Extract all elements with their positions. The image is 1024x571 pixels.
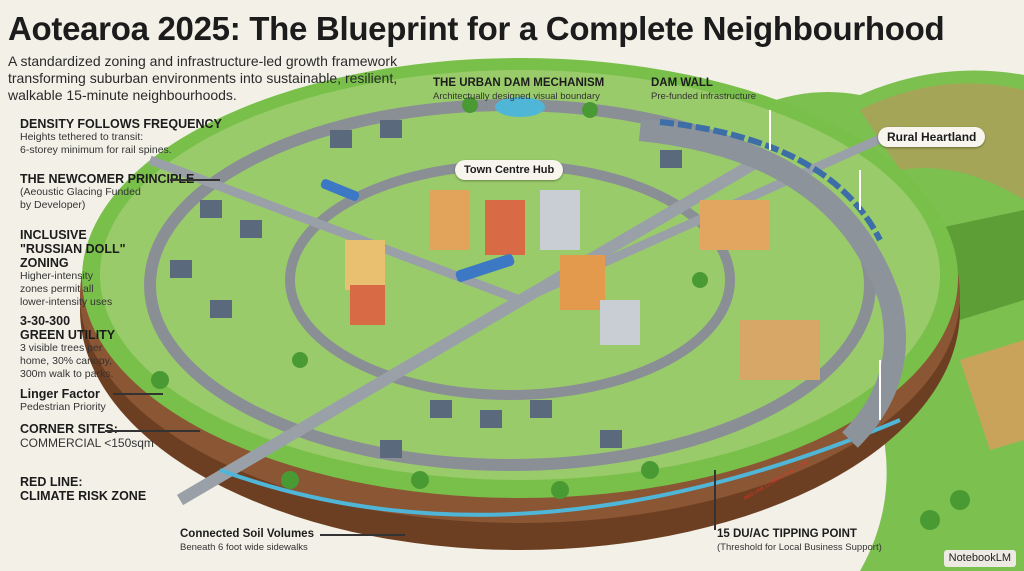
label-heading: "RUSSIAN DOLL" bbox=[20, 242, 126, 256]
house bbox=[480, 410, 502, 428]
label-linger-factor: Linger Factor Pedestrian Priority bbox=[20, 387, 106, 414]
label-heading: DAM WALL bbox=[651, 77, 713, 89]
hill-field bbox=[960, 340, 1024, 450]
house bbox=[600, 430, 622, 448]
houses bbox=[170, 120, 682, 458]
label-text: home, 30% canopy, bbox=[20, 355, 113, 367]
label-text: 3 visible trees per bbox=[20, 342, 103, 354]
tree bbox=[151, 371, 169, 389]
house bbox=[530, 400, 552, 418]
label-text: (Aeoustic Glacing Funded bbox=[20, 186, 141, 198]
label-text: by Developer) bbox=[20, 199, 86, 211]
tree bbox=[551, 481, 569, 499]
town-centre-buildings bbox=[345, 190, 820, 380]
leader-line bbox=[320, 534, 405, 536]
label-text: 6-storey minimum for rail spines. bbox=[20, 144, 172, 156]
label-text: Pre-funded infrastructure bbox=[651, 91, 757, 102]
label-dam-wall: DAM WALL Pre-funded infrastructure bbox=[651, 76, 756, 103]
tree bbox=[641, 461, 659, 479]
house bbox=[380, 120, 402, 138]
trees bbox=[151, 97, 970, 530]
page-title: Aotearoa 2025: The Blueprint for a Compl… bbox=[8, 10, 945, 47]
notebooklm-brand: NotebookLM bbox=[943, 550, 1016, 567]
building bbox=[345, 240, 385, 290]
building bbox=[430, 190, 470, 250]
label-heading: Connected Soil Volumes bbox=[180, 528, 314, 540]
label-text: Beneath 6 foot wide sidewalks bbox=[180, 542, 308, 553]
neighbourhood-land bbox=[100, 70, 940, 480]
highway bbox=[176, 154, 764, 506]
label-urban-dam: THE URBAN DAM MECHANISM Architectually d… bbox=[433, 76, 604, 103]
label-text: 300m walk to parks. bbox=[20, 368, 114, 380]
label-density: DENSITY FOLLOWS FREQUENCY Heights tether… bbox=[20, 117, 222, 157]
building bbox=[600, 300, 640, 345]
label-text: Higher-intensity bbox=[20, 270, 93, 282]
dam-wall bbox=[638, 119, 906, 448]
label-text: COMMERCIAL <150sqm bbox=[20, 436, 154, 450]
label-text: lower-intensity uses bbox=[20, 296, 113, 308]
rural-heartland-label: Rural Heartland bbox=[878, 127, 986, 147]
leader-line bbox=[170, 179, 220, 181]
wind-turbines bbox=[769, 110, 881, 420]
label-heading: 3-30-300 bbox=[20, 314, 71, 328]
label-heading: CORNER SITES: bbox=[20, 422, 118, 436]
house bbox=[380, 440, 402, 458]
label-heading: INCLUSIVE bbox=[20, 228, 87, 242]
house bbox=[210, 300, 232, 318]
label-heading: THE URBAN DAM MECHANISM bbox=[433, 77, 605, 89]
label-text: Heights tethered to transit: bbox=[20, 131, 144, 143]
building bbox=[350, 285, 385, 325]
pond bbox=[495, 97, 545, 117]
label-heading: ZONING bbox=[20, 256, 69, 270]
label-corner-sites: CORNER SITES: COMMERCIAL <150sqm bbox=[20, 422, 154, 450]
label-inclusive-zoning: INCLUSIVE "RUSSIAN DOLL" ZONING Higher-i… bbox=[20, 228, 126, 309]
label-heading: RED LINE: bbox=[20, 475, 83, 489]
building bbox=[560, 255, 605, 310]
building bbox=[540, 190, 580, 250]
label-heading: DENSITY FOLLOWS FREQUENCY bbox=[20, 117, 222, 131]
water-pipe bbox=[219, 418, 901, 517]
tree bbox=[920, 510, 940, 530]
label-red-line: RED LINE: CLIMATE RISK ZONE bbox=[20, 475, 146, 503]
label-tipping-point: 15 DU/AC TIPPING POINT (Threshold for Lo… bbox=[717, 527, 882, 554]
house bbox=[430, 400, 452, 418]
house bbox=[170, 260, 192, 278]
house bbox=[330, 130, 352, 148]
train bbox=[320, 179, 360, 201]
tree bbox=[950, 490, 970, 510]
tree bbox=[582, 102, 598, 118]
leader-line bbox=[714, 470, 716, 530]
label-heading: Linger Factor bbox=[20, 387, 100, 401]
town-centre-hub-label: Town Centre Hub bbox=[455, 160, 564, 180]
house bbox=[660, 150, 682, 168]
house bbox=[240, 220, 262, 238]
label-green-utility: 3-30-300 GREEN UTILITY 3 visible trees p… bbox=[20, 314, 115, 381]
label-soil-volumes: Connected Soil Volumes Beneath 6 foot wi… bbox=[180, 527, 314, 554]
leader-line bbox=[105, 430, 200, 432]
building bbox=[740, 320, 820, 380]
label-heading: CLIMATE RISK ZONE bbox=[20, 489, 147, 503]
label-text: Architectually designed visual boundary bbox=[433, 91, 600, 102]
label-heading: THE NEWCOMER PRINCIPLE bbox=[20, 172, 195, 186]
tree bbox=[292, 352, 308, 368]
label-heading: GREEN UTILITY bbox=[20, 328, 116, 342]
label-text: (Threshold for Local Business Support) bbox=[717, 542, 882, 553]
label-newcomer: THE NEWCOMER PRINCIPLE (Aeoustic Glacing… bbox=[20, 172, 194, 212]
solar-panels bbox=[659, 119, 883, 242]
label-text: zones permit all bbox=[20, 283, 94, 295]
tree bbox=[281, 471, 299, 489]
leader-line bbox=[113, 393, 163, 395]
tree bbox=[462, 97, 478, 113]
page-subtitle: A standardized zoning and infrastructure… bbox=[8, 53, 398, 103]
building bbox=[485, 200, 525, 255]
tree bbox=[411, 471, 429, 489]
house bbox=[200, 200, 222, 218]
building bbox=[700, 200, 770, 250]
train bbox=[455, 254, 515, 282]
label-text: Pedestrian Priority bbox=[20, 401, 106, 413]
tree bbox=[692, 272, 708, 288]
label-heading: 15 DU/AC TIPPING POINT bbox=[717, 528, 857, 540]
